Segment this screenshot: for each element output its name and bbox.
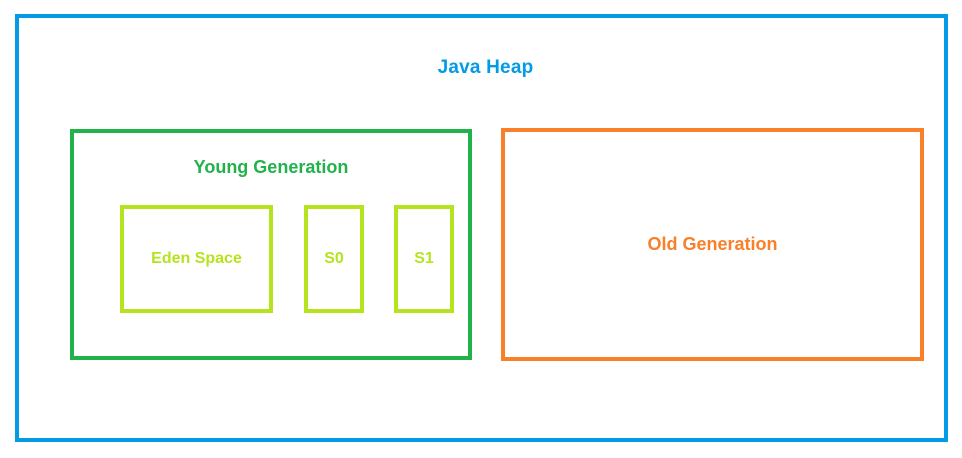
survivor-space-s0-label: S0 [324,250,344,267]
java-heap-container: Java Heap Young Generation Eden Space S0… [15,14,948,442]
eden-space-box: Eden Space [120,205,273,313]
eden-space-label: Eden Space [151,250,242,267]
survivor-space-s1-label: S1 [414,250,434,267]
java-heap-title: Java Heap [437,57,534,78]
young-generation-title: Young Generation [193,157,349,177]
old-generation-title: Old Generation [647,234,778,254]
old-generation-container: Old Generation [501,128,924,361]
survivor-space-s1-box: S1 [394,205,454,313]
young-generation-container: Young Generation Eden Space S0 S1 [70,129,472,360]
survivor-space-s0-box: S0 [304,205,364,313]
